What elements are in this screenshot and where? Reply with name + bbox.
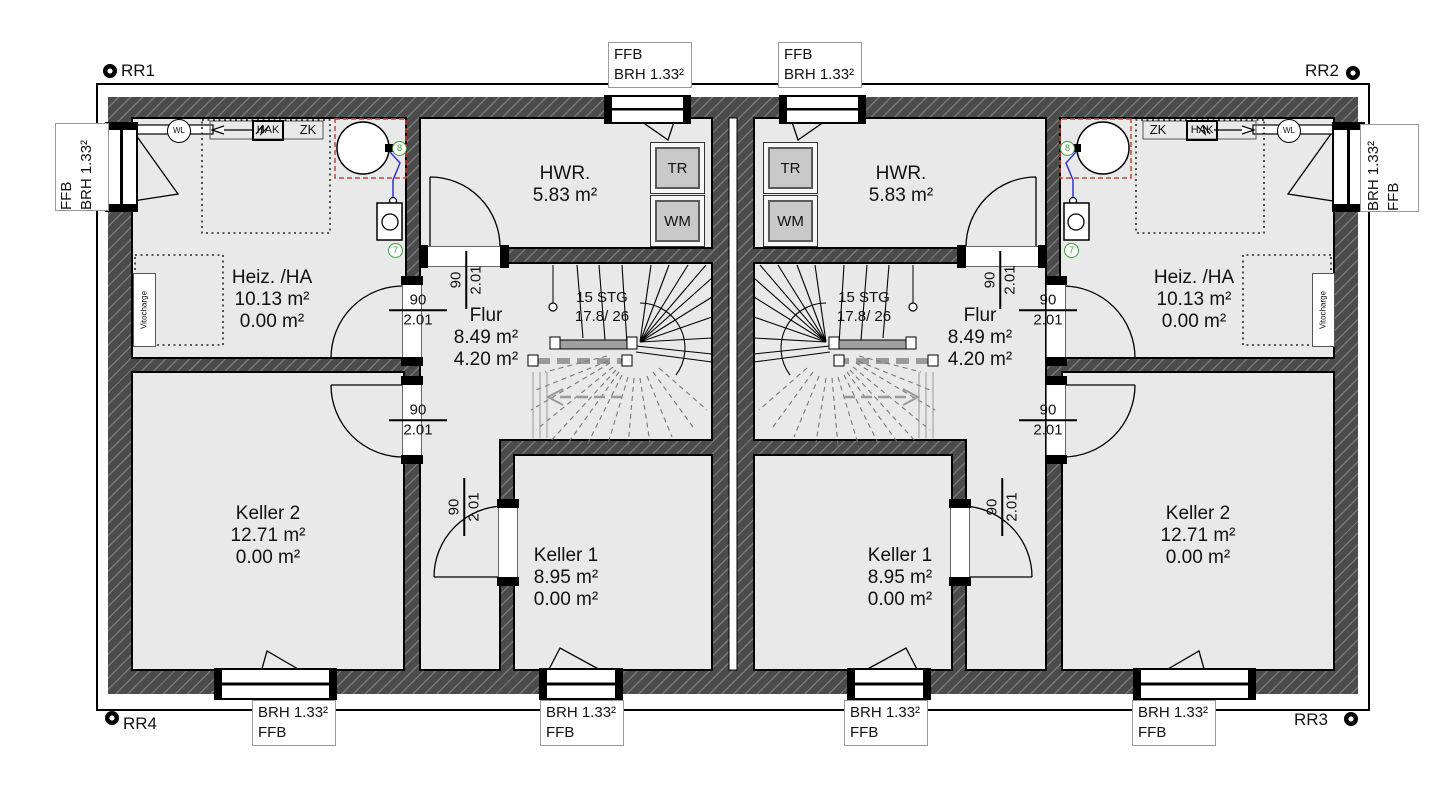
door-hwr-right xyxy=(957,245,1047,268)
door-heiz-right xyxy=(1045,276,1067,366)
room-label-hwr-left: HWR.5.83 m² xyxy=(532,163,598,206)
window-keller1-left xyxy=(539,668,623,700)
vitocharge-right: Vitocharge xyxy=(1312,273,1335,347)
door-keller1-left xyxy=(497,499,519,586)
zk-label-left: ZK xyxy=(299,122,317,137)
marker-label-rr4: RR4 xyxy=(123,714,158,733)
door-keller1-right xyxy=(949,499,971,586)
hak-box-right: HAK xyxy=(1186,120,1218,141)
door-heiz-left xyxy=(401,276,423,366)
ref-7-right: 7 xyxy=(1064,243,1079,258)
ref-7-left: 7 xyxy=(388,243,403,258)
vent-symbol-right: WL xyxy=(1277,119,1301,143)
zk-label-right: ZK xyxy=(1149,122,1167,137)
window-keller2-left xyxy=(214,668,337,700)
door-hwr-left xyxy=(419,245,509,268)
window-top-right-unit xyxy=(779,95,866,124)
party-wall-joint xyxy=(728,117,738,671)
vitocharge-left: Vitocharge xyxy=(133,273,156,347)
window-top-left-unit xyxy=(604,95,691,124)
hak-box-left: HAK xyxy=(252,120,284,141)
window-west xyxy=(105,122,138,212)
marker-dot-rr4 xyxy=(105,711,119,725)
ref-8-left: 8 xyxy=(392,141,407,156)
dryer-box-left: TR xyxy=(650,142,705,194)
window-keller2-right xyxy=(1133,668,1256,700)
marker-label-rr1: RR1 xyxy=(121,61,156,80)
ref-8-right: 8 xyxy=(1060,141,1075,156)
marker-dot-rr3 xyxy=(1344,712,1358,726)
room-label-hwr-right: HWR.5.83 m² xyxy=(868,163,934,206)
marker-label-rr2: RR2 xyxy=(1305,61,1340,80)
washer-box-left: WM xyxy=(650,195,705,247)
marker-label-rr3: RR3 xyxy=(1294,710,1329,729)
washer-box-right: WM xyxy=(763,195,818,247)
window-keller1-right xyxy=(847,668,931,700)
marker-dot-rr2 xyxy=(1346,66,1360,80)
marker-dot-rr1 xyxy=(103,64,117,78)
dryer-box-right: TR xyxy=(763,142,818,194)
vent-symbol-left: WL xyxy=(167,119,191,143)
